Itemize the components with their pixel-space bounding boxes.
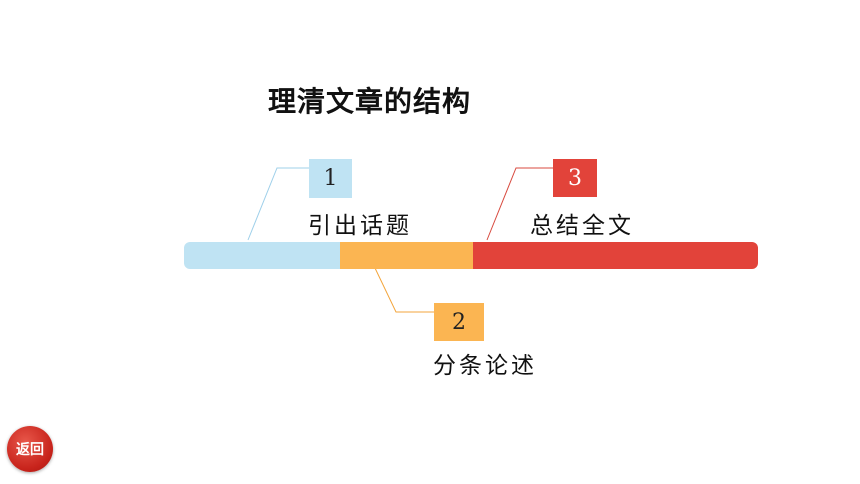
bar-segment-2 [340,242,473,269]
step-3-number-box: 3 [553,159,597,197]
step-1-number-box: 1 [309,159,352,198]
bar-segment-1 [184,242,354,269]
step-1-label: 引出话题 [308,213,412,239]
page-title: 理清文章的结构 [268,85,472,118]
bar-segment-3 [466,242,758,269]
connector-line-1 [247,167,309,241]
back-button[interactable]: 返回 [7,426,53,472]
connector-line-3 [486,167,553,241]
connector-line-2 [374,267,434,313]
step-2-label: 分条论述 [433,353,537,379]
step-3-label: 总结全文 [530,213,634,239]
back-button-label: 返回 [16,442,44,458]
step-2-number-box: 2 [434,303,484,341]
